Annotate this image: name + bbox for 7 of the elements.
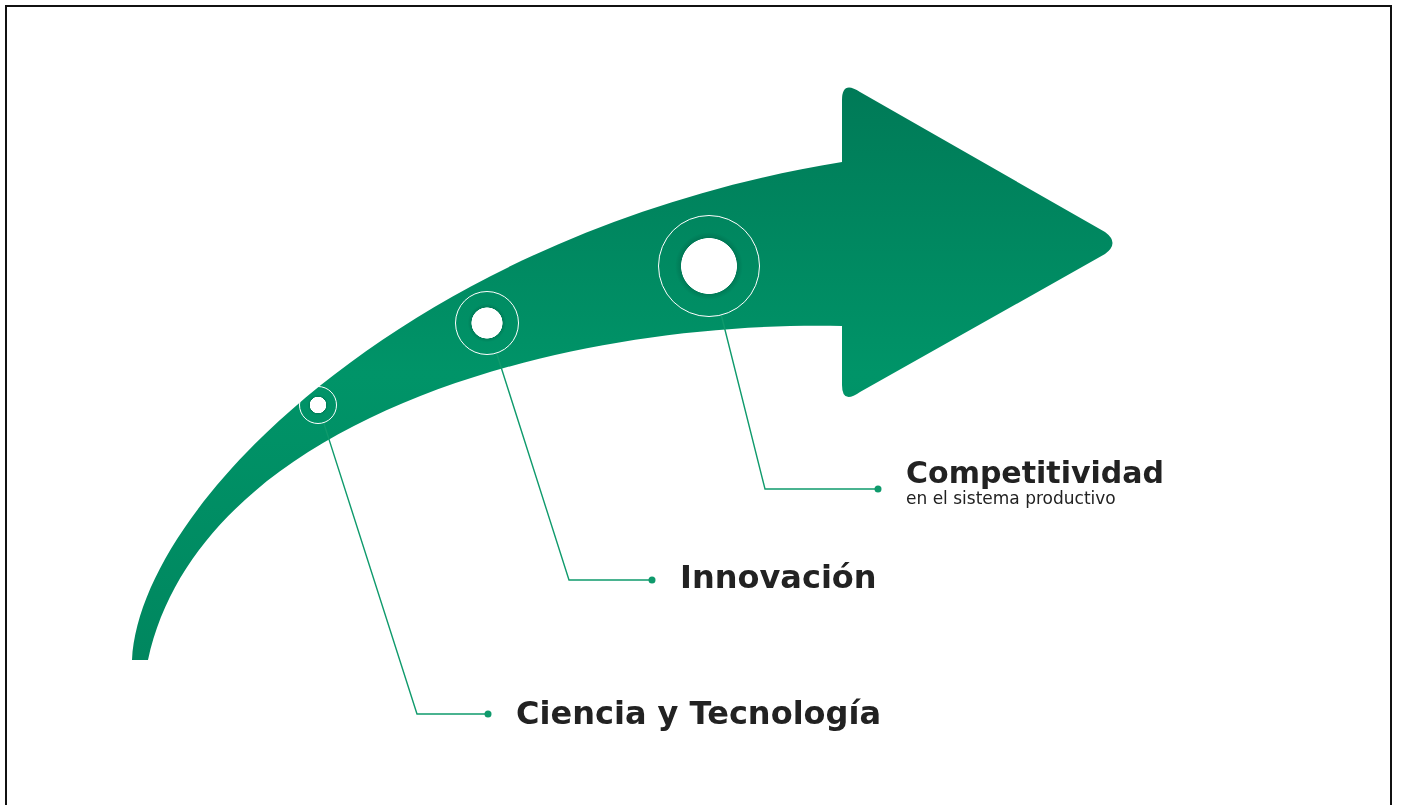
stage-label: Ciencia y Tecnología xyxy=(488,694,882,732)
leader-line xyxy=(720,314,882,493)
stage-subtitle: en el sistema productivo xyxy=(906,488,1116,508)
stage-label: Competitividad xyxy=(906,455,1164,490)
stage-label: Innovación xyxy=(652,558,877,596)
leader-line xyxy=(323,422,492,718)
leader-line xyxy=(496,352,656,584)
